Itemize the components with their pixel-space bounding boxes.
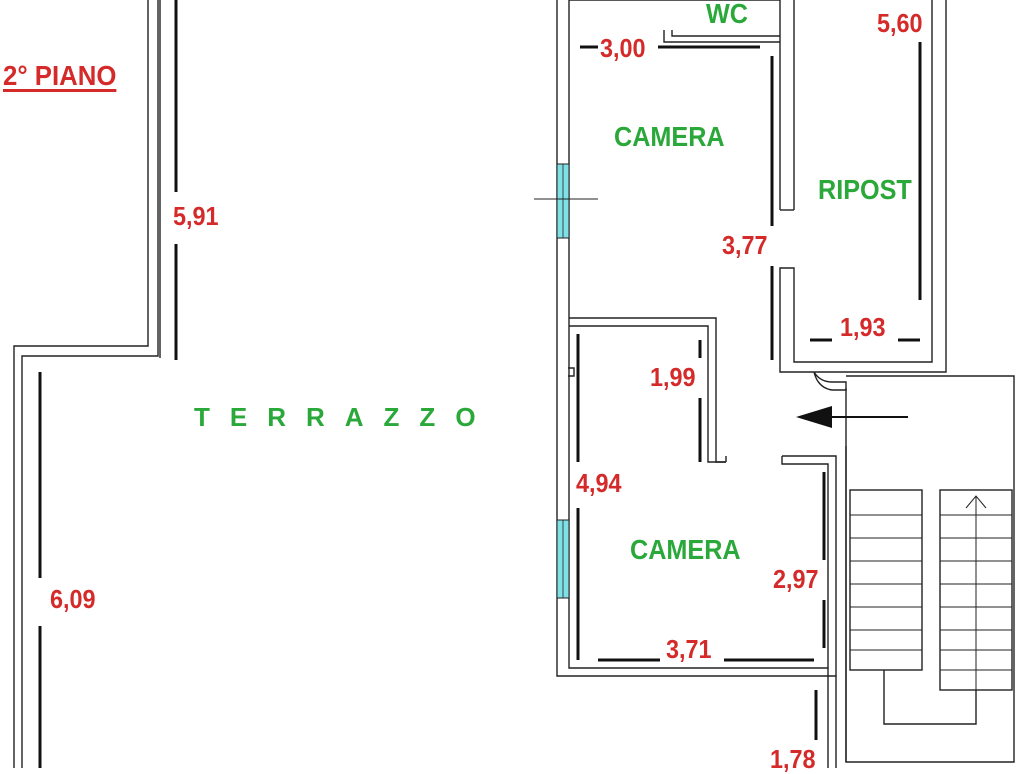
room-label-bedroom-top: CAMERA (614, 121, 725, 152)
window-bottom (556, 519, 570, 599)
dimension-bedroom-bottom-width: 3,71 (666, 634, 712, 664)
dimension-bedroom-bottom-side: 2,97 (773, 564, 819, 594)
stairwell (845, 375, 1015, 763)
dimension-bedroom-bottom-depth: 4,94 (576, 468, 622, 498)
arrow-up-icon (965, 495, 987, 509)
storage-walls (779, 0, 947, 373)
wc-partition (663, 0, 795, 211)
dimension-landing: 1,78 (770, 744, 816, 774)
dimension-bedroom-top-depth: 3,77 (722, 230, 768, 260)
room-label-storage: RIPOST (818, 174, 912, 205)
bedroom-bottom-walls (568, 317, 837, 676)
room-label-terrace: TERRAZZO (194, 402, 496, 432)
storage-door (813, 371, 847, 391)
exterior-wall-west (556, 0, 837, 768)
dimension-terrace-lower: 6,09 (50, 584, 96, 614)
room-label-bedroom-bottom: CAMERA (630, 534, 741, 565)
dimension-storage-height: 5,60 (877, 8, 923, 38)
dimension-storage-width: 1,93 (840, 312, 886, 342)
dimension-wc-width: 3,00 (600, 33, 646, 63)
stair-treads (850, 496, 1012, 690)
floor-title: 2° PIANO (3, 60, 117, 91)
terrace-parapet (13, 0, 161, 768)
dimension-closet-depth: 1,99 (650, 362, 696, 392)
window-top (556, 163, 570, 239)
arrow-left-icon (796, 406, 908, 428)
room-label-wc: WC (706, 0, 748, 29)
dimension-terrace-upper: 5,91 (173, 201, 219, 231)
dimension-lines (38, 0, 922, 768)
